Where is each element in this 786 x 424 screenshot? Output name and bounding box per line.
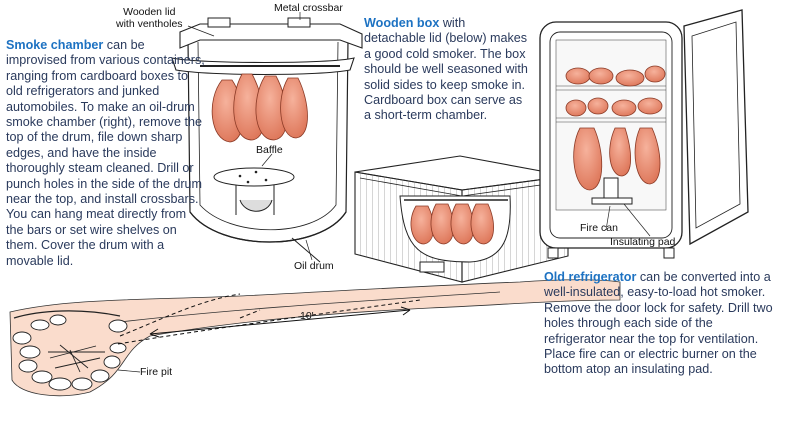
box-meats	[410, 203, 494, 245]
fire-pit-logs	[48, 344, 105, 373]
label-metal-crossbar: Metal crossbar	[274, 2, 343, 14]
trench-top-edge	[119, 291, 501, 323]
wooden-box-body: with detachable lid (below) makes a good…	[364, 16, 528, 123]
label-fire-can: Fire can	[580, 222, 618, 234]
drum-meats	[211, 73, 308, 143]
wooden-box-text: Wooden box with detachable lid (below) m…	[364, 16, 528, 124]
label-wooden-lid: Wooden lid with ventholes	[116, 6, 183, 30]
label-fire-pit: Fire pit	[140, 366, 173, 378]
wooden-box	[354, 155, 569, 283]
ground-trench	[9, 279, 621, 397]
label-insulating-pad: Insulating pad	[610, 236, 676, 248]
oil-drum	[171, 17, 363, 263]
fridge-meats	[565, 65, 666, 191]
drum-lid	[179, 23, 363, 49]
smoke-chamber-title: Smoke chamber	[6, 38, 104, 52]
smoke-chamber-text: Smoke chamber can be improvised from var…	[6, 38, 206, 269]
smoke-chamber-body: can be improvised from various container…	[6, 38, 205, 268]
baffle	[213, 167, 295, 187]
fire-pit-cover	[13, 310, 121, 319]
old-refrigerator-title: Old refrigerator	[544, 270, 637, 284]
distance-arrow	[149, 306, 411, 338]
fire-pit-stones	[12, 314, 128, 391]
label-distance: 10'	[300, 310, 314, 322]
smoke-path-lines	[117, 293, 421, 345]
old-refrigerator-text: Old refrigerator can be converted into a…	[544, 270, 774, 378]
leader-lines	[117, 12, 651, 373]
label-wooden-lid-line1: Wooden lid	[123, 6, 176, 18]
old-refrigerator-body: can be converted into a well-insulated, …	[544, 270, 773, 377]
refrigerator	[539, 9, 749, 259]
fridge-door	[683, 9, 749, 246]
label-oil-drum: Oil drum	[294, 260, 334, 272]
label-wooden-lid-line2: with ventholes	[116, 18, 183, 30]
label-baffle: Baffle	[256, 144, 283, 156]
wooden-box-title: Wooden box	[364, 16, 440, 30]
